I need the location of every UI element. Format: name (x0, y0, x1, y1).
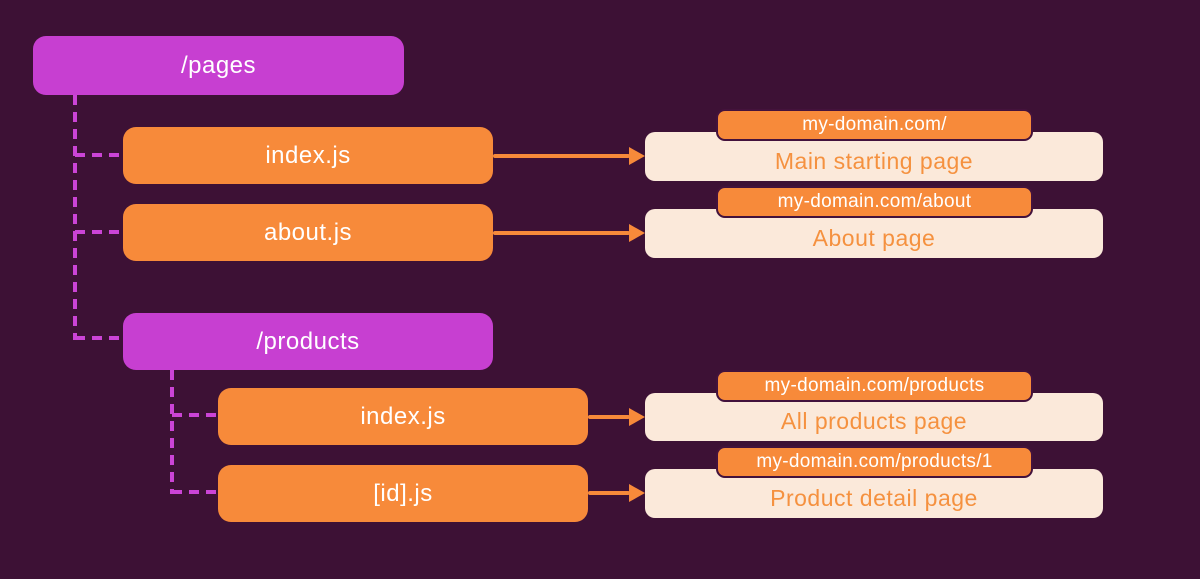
arrow-line (493, 231, 630, 235)
page-description: Product detail page (770, 484, 978, 511)
arrow-line (588, 491, 630, 495)
url-badge-product-detail: my-domain.com/products/1 (716, 446, 1033, 478)
folder-box-products: /products (123, 313, 493, 370)
file-label: about.js (263, 218, 353, 246)
folder-label: /pages (180, 51, 257, 79)
tree-connector-branch-products-id (172, 490, 218, 494)
file-box-pages-index: index.js (123, 127, 493, 184)
url-badge-main: my-domain.com/ (716, 109, 1033, 141)
url-text: my-domain.com/products/1 (756, 451, 993, 472)
tree-connector-branch-about (75, 230, 123, 234)
tree-connector-branch-products (75, 336, 123, 340)
tree-connector-vertical-products (170, 370, 174, 494)
arrow-head-icon (629, 224, 645, 242)
file-box-products-id: [id].js (218, 465, 588, 522)
file-label: [id].js (373, 479, 433, 507)
url-text: my-domain.com/ (802, 114, 947, 135)
folder-box-pages: /pages (33, 36, 404, 95)
arrow-head-icon (629, 484, 645, 502)
arrow-line (493, 154, 630, 158)
tree-connector-branch-index (75, 153, 123, 157)
url-badge-products: my-domain.com/products (716, 370, 1033, 402)
file-label: index.js (265, 141, 351, 169)
page-description: About page (812, 224, 936, 251)
arrow-head-icon (629, 147, 645, 165)
url-text: my-domain.com/about (777, 191, 972, 212)
page-description: All products page (780, 408, 968, 434)
url-text: my-domain.com/products (764, 375, 985, 396)
file-label: index.js (360, 402, 446, 430)
tree-connector-vertical-pages (73, 95, 77, 340)
folder-label: /products (256, 327, 360, 355)
page-description: Main starting page (774, 147, 974, 174)
tree-connector-branch-products-index (172, 413, 218, 417)
url-badge-about: my-domain.com/about (716, 186, 1033, 218)
file-box-pages-about: about.js (123, 204, 493, 261)
file-box-products-index: index.js (218, 388, 588, 445)
arrow-line (588, 415, 630, 419)
arrow-head-icon (629, 408, 645, 426)
